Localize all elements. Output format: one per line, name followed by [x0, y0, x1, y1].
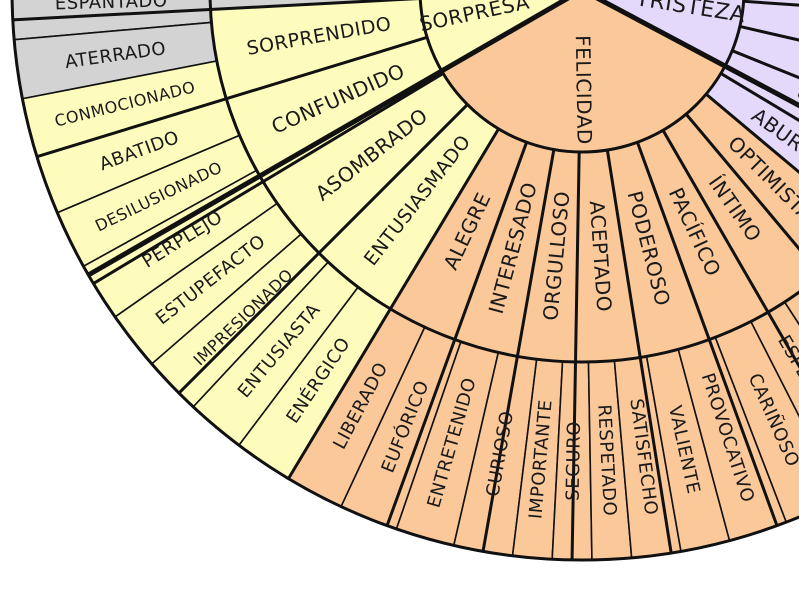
outer-label-seguro: SEGURO: [563, 421, 585, 501]
core-label-felicidad: FELICIDAD: [571, 35, 597, 145]
middle-divider-spoke: [92, 72, 444, 285]
middle-ring-border: [208, 0, 799, 364]
middle-divider-spoke: [287, 128, 500, 480]
middle-divider-spoke: [12, 0, 420, 22]
middle-divider-spoke: [36, 35, 428, 159]
middle-label-solo: SOLO: [790, 86, 799, 133]
outer-label-espantado: ESPANTADO: [55, 0, 168, 14]
middle-divider-spoke: [684, 113, 799, 251]
middle-divider-spoke: [635, 141, 779, 527]
core-divider-spoke: [87, 0, 570, 278]
middle-divider-spoke: [177, 103, 469, 395]
middle-divider-spoke: [481, 149, 556, 552]
middle-divider-spoke: [720, 72, 799, 123]
outer-ring-border: [10, 0, 799, 562]
core-divider-spoke: [595, 0, 799, 109]
middle-divider-spoke: [705, 92, 799, 175]
middle-divider-spoke: [605, 149, 673, 554]
core-ring-border: [418, 0, 746, 154]
wheel-divider-lines: [10, 0, 799, 562]
middle-divider-spoke: [731, 49, 799, 80]
middle-divider-spoke: [661, 129, 799, 369]
wheel-sectors: [11, 0, 799, 561]
middle-divider-spoke: [385, 141, 529, 527]
middle-divider-spoke: [570, 151, 581, 560]
